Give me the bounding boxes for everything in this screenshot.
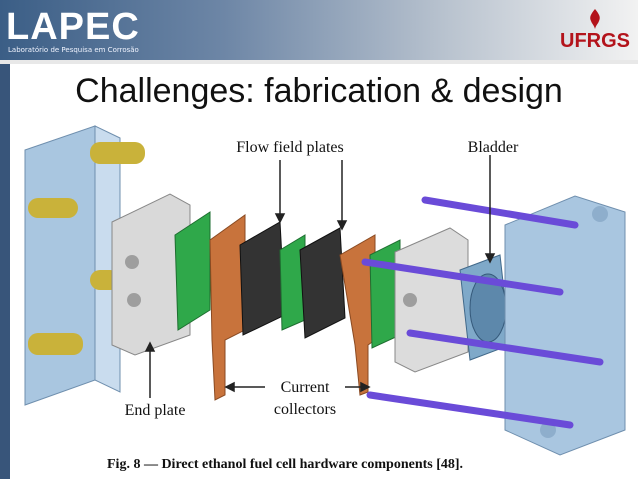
end-plate	[111, 193, 191, 356]
ufrgs-logo: UFRGS	[560, 8, 630, 53]
figure-caption: Fig. 8 — Direct ethanol fuel cell hardwa…	[107, 457, 464, 472]
tie-rods	[361, 196, 604, 429]
current-collector-1	[209, 214, 246, 401]
left-accent-bar	[0, 64, 10, 479]
flame-icon	[590, 9, 600, 29]
label-current-collectors-line1: Current	[281, 379, 330, 396]
flow-field-plate-2	[299, 227, 346, 339]
slide-title: Challenges: fabrication & design	[75, 72, 563, 110]
header-banner: LAPEC Laboratório de Pesquisa em Corrosã…	[0, 0, 638, 60]
label-current-collectors-line2: collectors	[274, 401, 336, 418]
ufrgs-text: UFRGS	[560, 30, 630, 52]
tie-rod	[361, 258, 564, 296]
header-divider	[0, 60, 638, 64]
green-gasket-1	[174, 211, 211, 331]
flow-field-plate-1	[239, 221, 286, 336]
label-end-plate: End plate	[125, 402, 186, 419]
right-end-plate	[394, 227, 469, 373]
tie-rod	[366, 391, 574, 429]
lapec-logo-subtext: Laboratório de Pesquisa em Corrosão	[8, 46, 139, 54]
label-bladder: Bladder	[468, 139, 519, 156]
bolt-head	[90, 142, 145, 164]
label-arrows	[144, 155, 496, 398]
right-end-block	[504, 195, 626, 456]
bolt-head	[28, 333, 83, 355]
lapec-logo: LAPEC	[6, 6, 140, 48]
tie-rod	[421, 196, 579, 229]
label-flow-field-plates: Flow field plates	[236, 139, 344, 156]
tie-rod	[406, 329, 604, 366]
bolt-head	[28, 198, 78, 218]
